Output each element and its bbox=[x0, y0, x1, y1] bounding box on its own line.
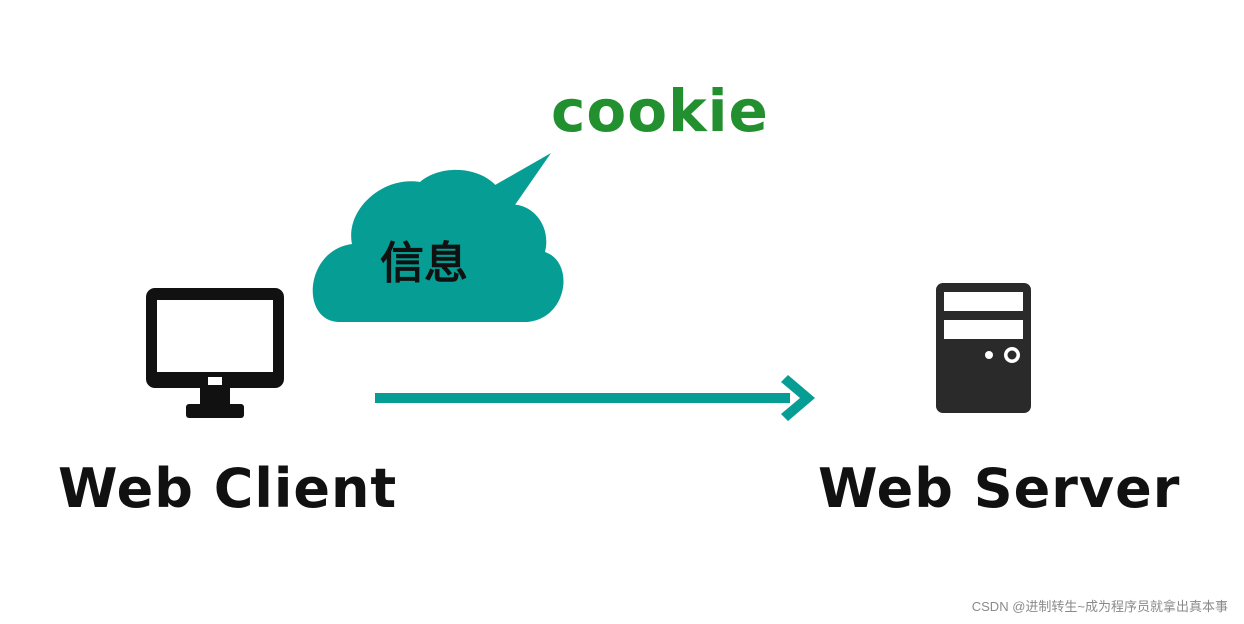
cloud-shape bbox=[312, 169, 564, 322]
watermark: CSDN @进制转生~成为程序员就拿出真本事 bbox=[971, 599, 1228, 614]
arrow-right-icon bbox=[375, 375, 815, 421]
web-client-label: Web Client bbox=[58, 457, 398, 520]
cloud-bubble bbox=[312, 153, 564, 322]
cloud-info-text: 信息 bbox=[380, 238, 468, 289]
monitor-icon bbox=[146, 288, 284, 418]
server-tower-icon bbox=[936, 283, 1031, 413]
cookie-label: cookie bbox=[551, 77, 769, 145]
web-server-label: Web Server bbox=[818, 457, 1181, 520]
